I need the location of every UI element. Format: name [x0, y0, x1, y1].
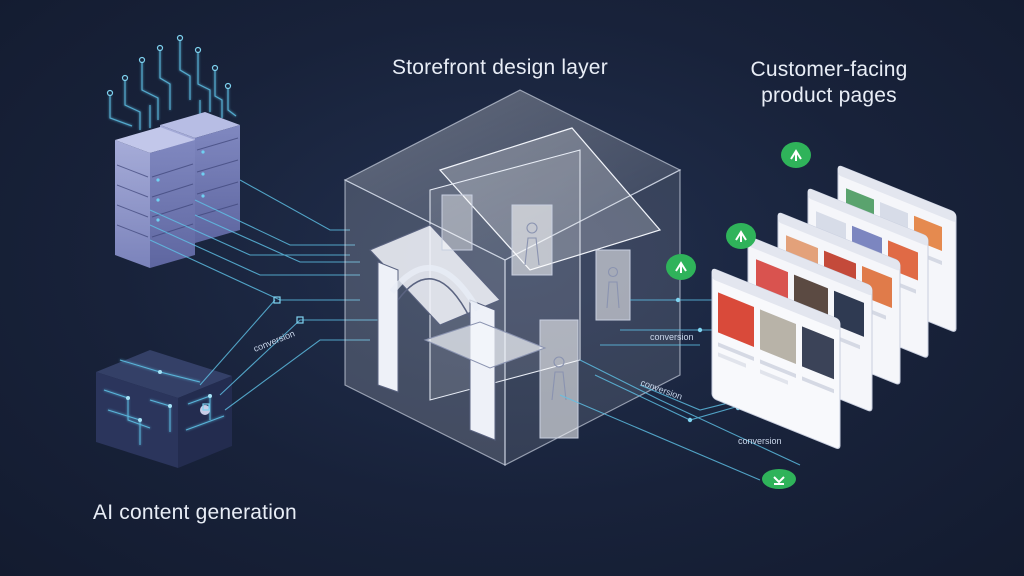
connection-nodes-left [202, 296, 304, 411]
server-rack-icon [115, 112, 240, 268]
product-page-card [711, 268, 841, 449]
ai-generation-module [96, 350, 232, 468]
customer-pages-title-line1: Customer-facing [750, 58, 908, 81]
flow-label-left: conversion [252, 328, 296, 354]
ai-generation-title: AI content generation [93, 501, 297, 524]
flow-label-right-3: conversion [738, 436, 782, 446]
product-pages-stack [711, 165, 957, 449]
connection-lines-left [149, 179, 380, 411]
up-arrow-badge-icon [726, 223, 756, 249]
customer-pages-title: Customer-facing product pages [744, 57, 914, 110]
up-arrow-badge-icon [666, 254, 696, 280]
storefront-layer-title: Storefront design layer [392, 56, 608, 79]
circuit-nodes-top [106, 34, 232, 97]
flow-label-right-1: conversion [650, 332, 694, 342]
storefront-building-icon [343, 89, 682, 466]
down-arrow-badge-icon [762, 469, 796, 489]
circuit-traces-top [109, 40, 237, 130]
customer-pages-title-line2: product pages [761, 84, 897, 108]
up-arrow-badge-icon [781, 142, 811, 168]
